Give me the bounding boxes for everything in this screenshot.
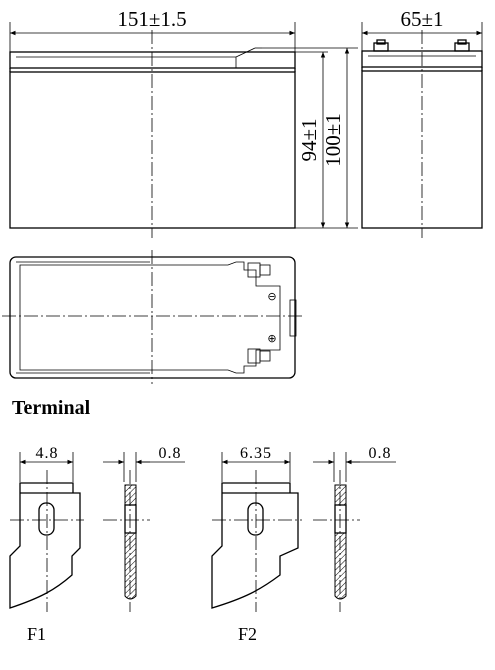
f1-width-dimension: 4.8: [36, 445, 59, 462]
terminal-f2-side: 0.8: [313, 445, 396, 612]
f2-thickness-dimension: 0.8: [369, 445, 392, 462]
f2-label: F2: [238, 624, 257, 644]
terminal-f1-front: 4.8: [9, 445, 84, 612]
plan-view: ⊖ ⊕: [2, 250, 302, 384]
length-dimension: 151±1.5: [117, 7, 186, 31]
positive-terminal-symbol: ⊕: [267, 332, 276, 345]
front-view: 151±1.5 94±1 100±1: [9, 7, 358, 238]
inner-height-dimension: 94±1: [297, 118, 321, 161]
f1-label: F1: [27, 624, 46, 644]
width-dimension: 65±1: [400, 7, 443, 31]
outer-height-dimension: 100±1: [321, 113, 345, 167]
f1-thickness-dimension: 0.8: [159, 445, 182, 462]
terminal-heading: Terminal: [12, 397, 91, 419]
f2-width-dimension: 6.35: [240, 445, 272, 462]
terminal-f1-side: 0.8: [103, 445, 185, 612]
negative-terminal-symbol: ⊖: [267, 290, 276, 303]
terminal-f2-front: 6.35: [211, 445, 302, 612]
side-view: 65±1: [361, 7, 483, 238]
